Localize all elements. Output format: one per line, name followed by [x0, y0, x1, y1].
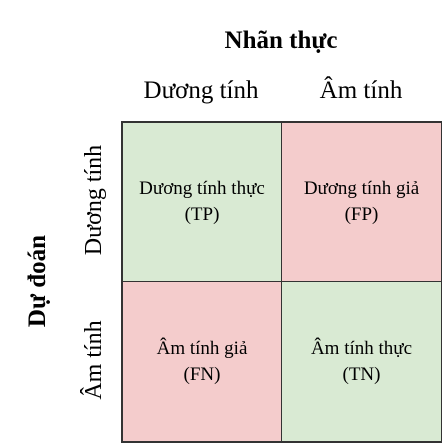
cell-abbreviation: (TP) [184, 204, 220, 225]
cell-abbreviation: (FP) [344, 204, 379, 225]
cell-false-negative: Âm tính giả (FN) [123, 282, 282, 441]
cell-label: Dương tính thực [139, 178, 265, 199]
row-header-positive: Dương tính [81, 144, 107, 256]
cell-true-positive: Dương tính thực (TP) [123, 123, 282, 282]
actual-label-title: Nhãn thực [224, 27, 338, 54]
row-header-negative: Âm tính [81, 320, 107, 400]
cell-abbreviation: (FN) [183, 363, 221, 385]
cell-abbreviation: (TN) [342, 363, 381, 385]
column-header-negative: Âm tính [319, 77, 403, 104]
cell-false-positive: Dương tính giả (FP) [282, 123, 441, 282]
cell-label: Dương tính giả [303, 178, 420, 199]
confusion-matrix: Dương tính thực (TP) Dương tính giả (FP)… [121, 121, 442, 443]
cell-true-negative: Âm tính thực (TN) [282, 282, 441, 441]
cell-label: Âm tính giả [156, 337, 248, 359]
column-header-positive: Dương tính [143, 77, 259, 104]
predicted-label-title: Dự đoán [24, 234, 51, 328]
cell-label: Âm tính thực [310, 337, 413, 359]
